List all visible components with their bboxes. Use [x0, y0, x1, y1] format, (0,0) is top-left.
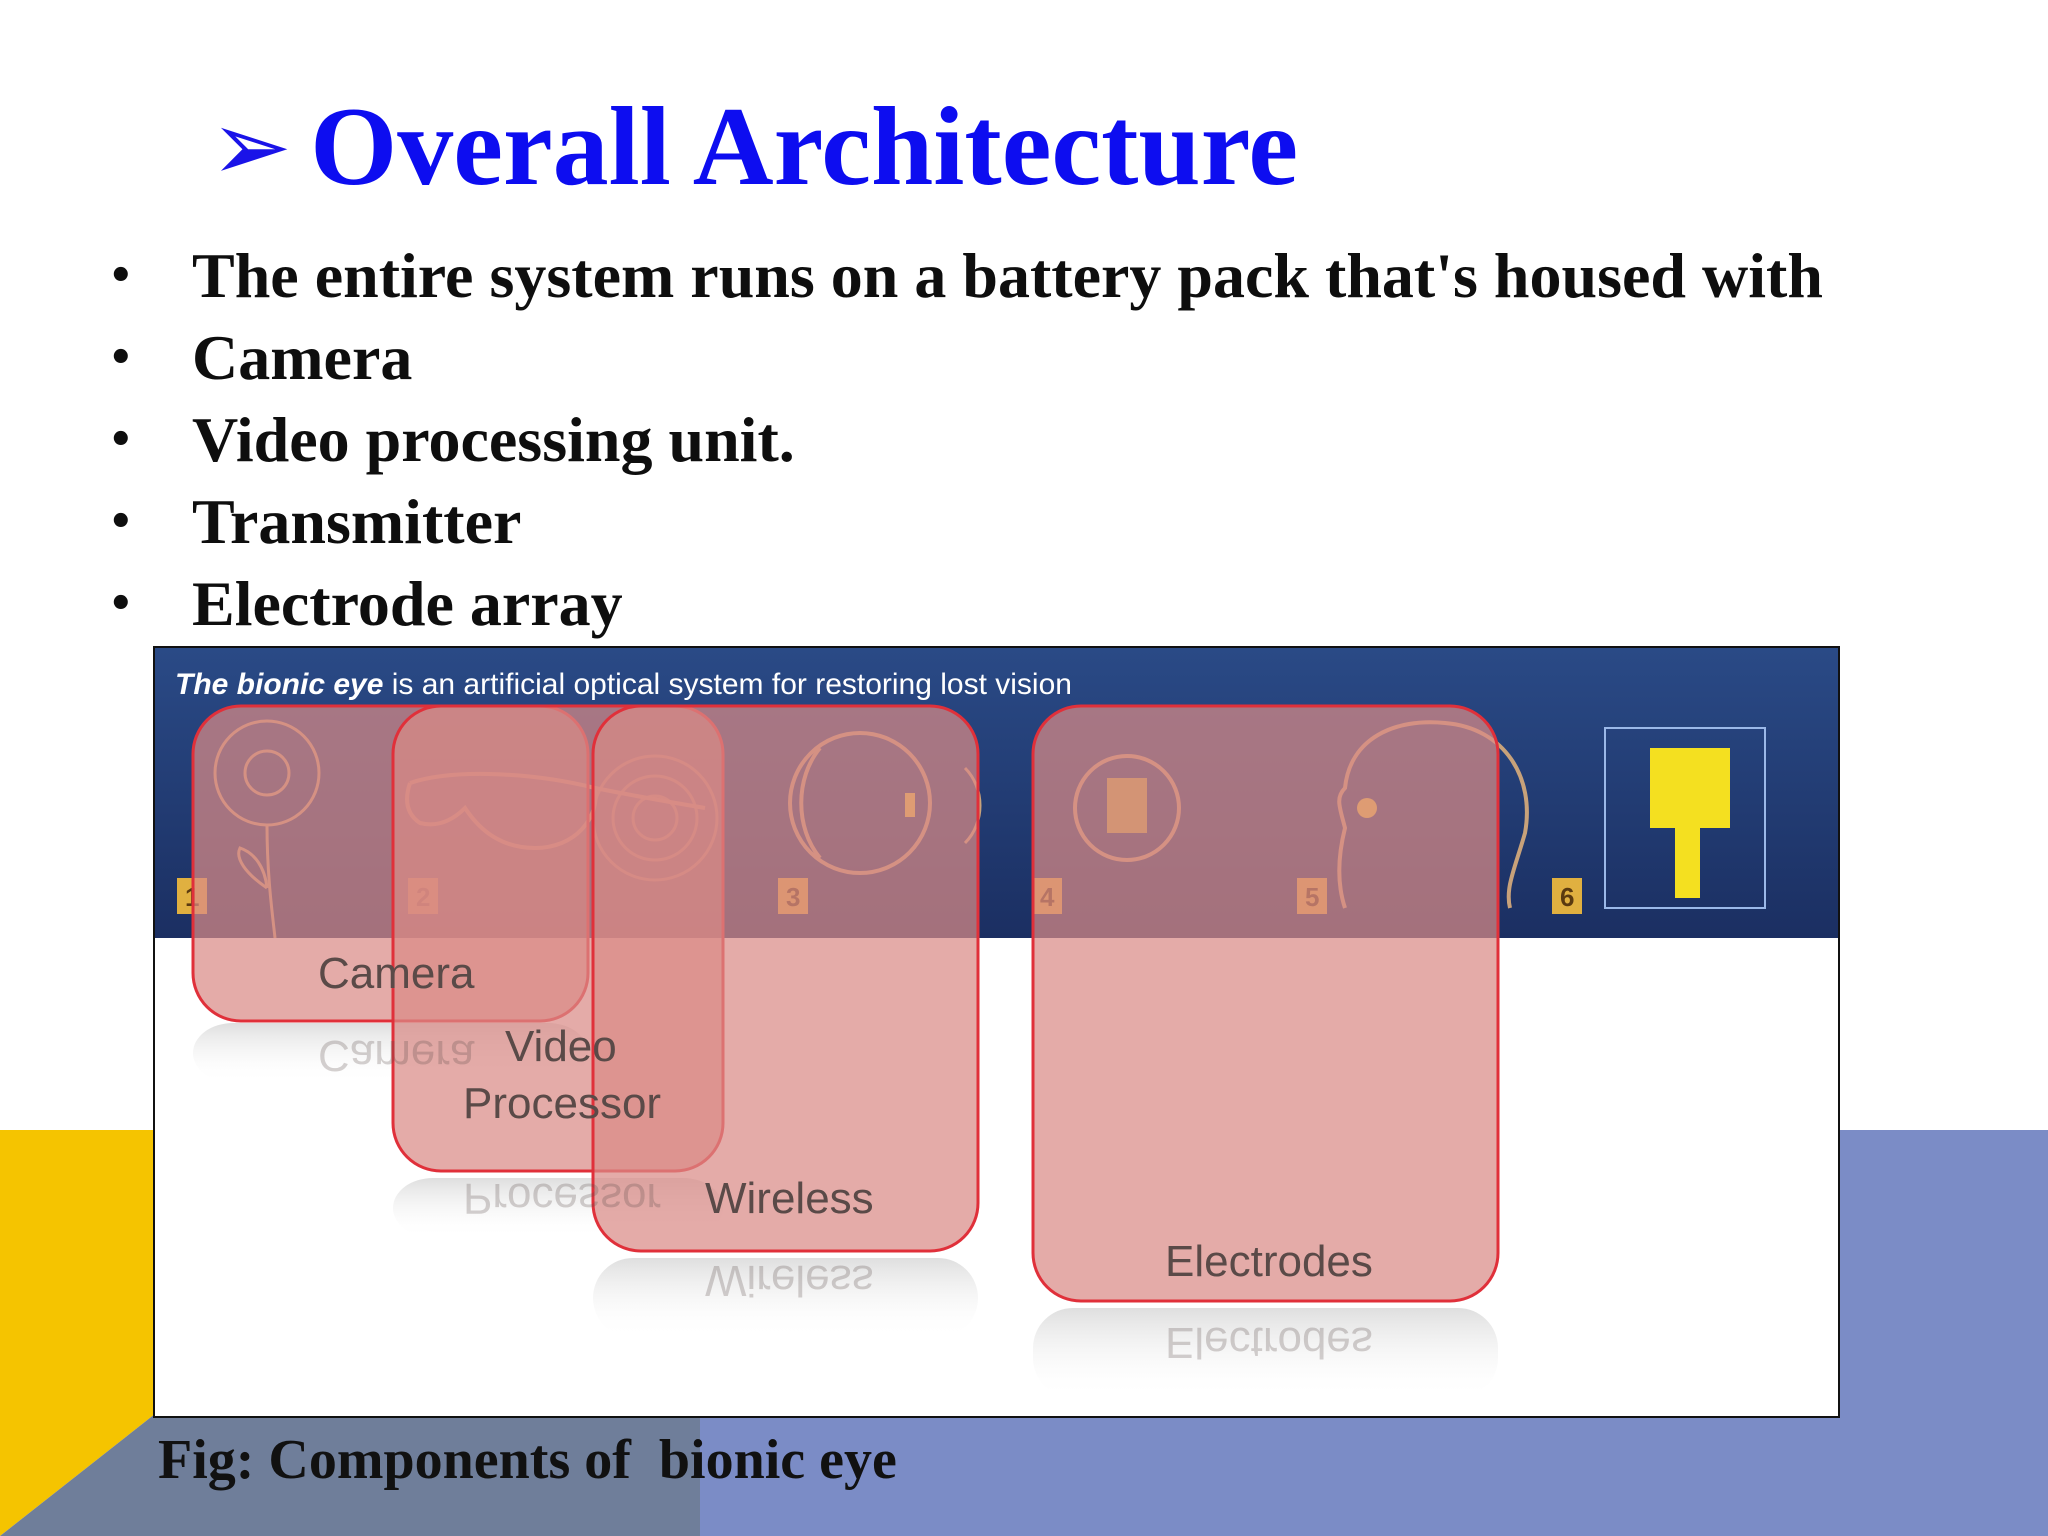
bullet-dot-icon: •: [108, 335, 134, 381]
figure-drawing: 1 2 3 4 5 6 Camera Video Processor Wirel…: [155, 648, 1838, 1398]
wireless-label: Wireless: [705, 1174, 874, 1223]
periwinkle-bottom: [700, 1418, 2048, 1536]
background-decoration: [0, 1130, 2048, 1536]
processor-label: Processor: [463, 1079, 661, 1128]
camera-label: Camera: [318, 949, 475, 998]
figure-caption: Fig: Components of bionic eye: [158, 1429, 897, 1491]
bullet-text: The entire system runs on a battery pack…: [192, 240, 1823, 311]
bullet-item: • Transmitter: [100, 481, 1823, 563]
electrodes-label-reflection: Electrodes: [1165, 1318, 1373, 1367]
wireless-label-reflection: Wireless: [705, 1256, 874, 1305]
bullet-dot-icon: •: [108, 417, 134, 463]
title-text: Overall Architecture: [310, 84, 1299, 209]
figure-header-bold: The bionic eye: [175, 668, 384, 701]
component-boxes: [191, 704, 1500, 1303]
bullet-text: Camera: [192, 322, 413, 393]
arrow-bullet-icon: ➢: [210, 90, 293, 204]
yellow-corner: [0, 1130, 160, 1536]
electrodes-box: [1031, 704, 1500, 1303]
bullet-dot-icon: •: [108, 499, 134, 545]
electrodes-label: Electrodes: [1165, 1237, 1373, 1286]
pixel-grid-icon: [1604, 727, 1766, 909]
figure-header-rest: is an artificial optical system for rest…: [383, 668, 1072, 701]
step-6-number: 6: [1560, 882, 1574, 912]
bullet-text: Video processing unit.: [192, 404, 795, 475]
bullet-item: • Video processing unit.: [100, 399, 1823, 481]
label-reflections: Camera Processor Wireless Electrodes: [318, 1031, 1373, 1367]
processor-label-reflection: Processor: [463, 1174, 661, 1223]
bullet-item: • The entire system runs on a battery pac…: [100, 235, 1823, 317]
bullet-item: • Electrode array: [100, 563, 1823, 645]
bullet-item: • Camera: [100, 317, 1823, 399]
slate-wedge: [0, 1410, 800, 1536]
wireless-box: [591, 704, 980, 1253]
bullet-dot-icon: •: [108, 581, 134, 627]
bullet-text: Transmitter: [192, 486, 522, 557]
bionic-eye-figure: 1 2 3 4 5 6 Camera Video Processor Wirel…: [153, 646, 1840, 1418]
bullet-list: • The entire system runs on a battery pac…: [100, 235, 1823, 645]
video-label: Video: [505, 1022, 617, 1071]
bullet-text: Electrode array: [192, 568, 623, 639]
step-6-marker: [1552, 878, 1582, 914]
figure-header: The bionic eye is an artificial optical …: [175, 668, 1072, 702]
slide-title: ➢ Overall Architecture: [210, 82, 1298, 212]
bullet-dot-icon: •: [108, 253, 134, 299]
camera-label-reflection: Camera: [318, 1031, 475, 1080]
